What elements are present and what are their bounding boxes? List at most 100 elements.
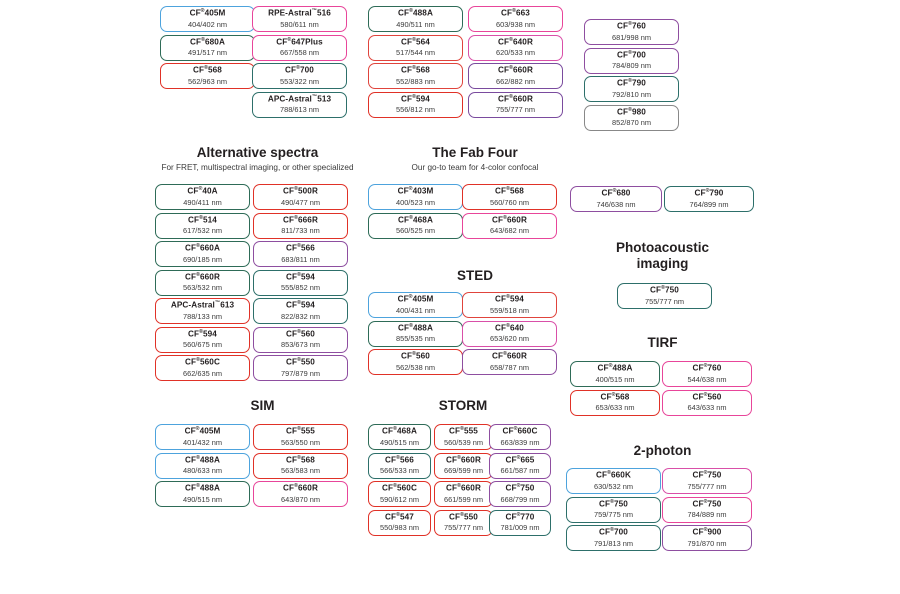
dye-spectra: 822/832 nm (280, 311, 321, 321)
trademark-mark: ® (612, 188, 617, 195)
dye-name: CF®566 (286, 243, 315, 254)
trademark-mark: ® (457, 454, 462, 461)
trademark-mark: ® (196, 243, 201, 250)
trademark-mark: ® (705, 188, 710, 195)
dye-spectra: 490/515 nm (379, 437, 420, 447)
trademark-mark: ® (460, 511, 465, 518)
dye-spectra: 797/879 nm (280, 368, 321, 378)
trademark-mark: ® (393, 426, 398, 433)
dye-name: CF®488A (398, 8, 433, 19)
trademark-mark: ™ (311, 8, 317, 15)
trademark-mark: ® (506, 186, 511, 193)
dye-spectra: 852/870 nm (611, 118, 652, 128)
dye-name: CF®900 (692, 527, 722, 538)
dye-name: CF®550 (286, 357, 315, 368)
dye-name: CF®594 (401, 93, 430, 104)
dye-name: CF®568 (286, 454, 315, 465)
dye-name: CF®660A (185, 243, 220, 254)
dye-name: CF®514 (188, 214, 217, 225)
trademark-mark: ® (408, 294, 413, 301)
trademark-mark: ® (516, 483, 521, 490)
trademark-mark: ® (610, 527, 615, 534)
trademark-mark: ® (195, 426, 200, 433)
trademark-mark: ® (509, 93, 514, 100)
dye-spectra: 792/810 nm (611, 89, 652, 99)
